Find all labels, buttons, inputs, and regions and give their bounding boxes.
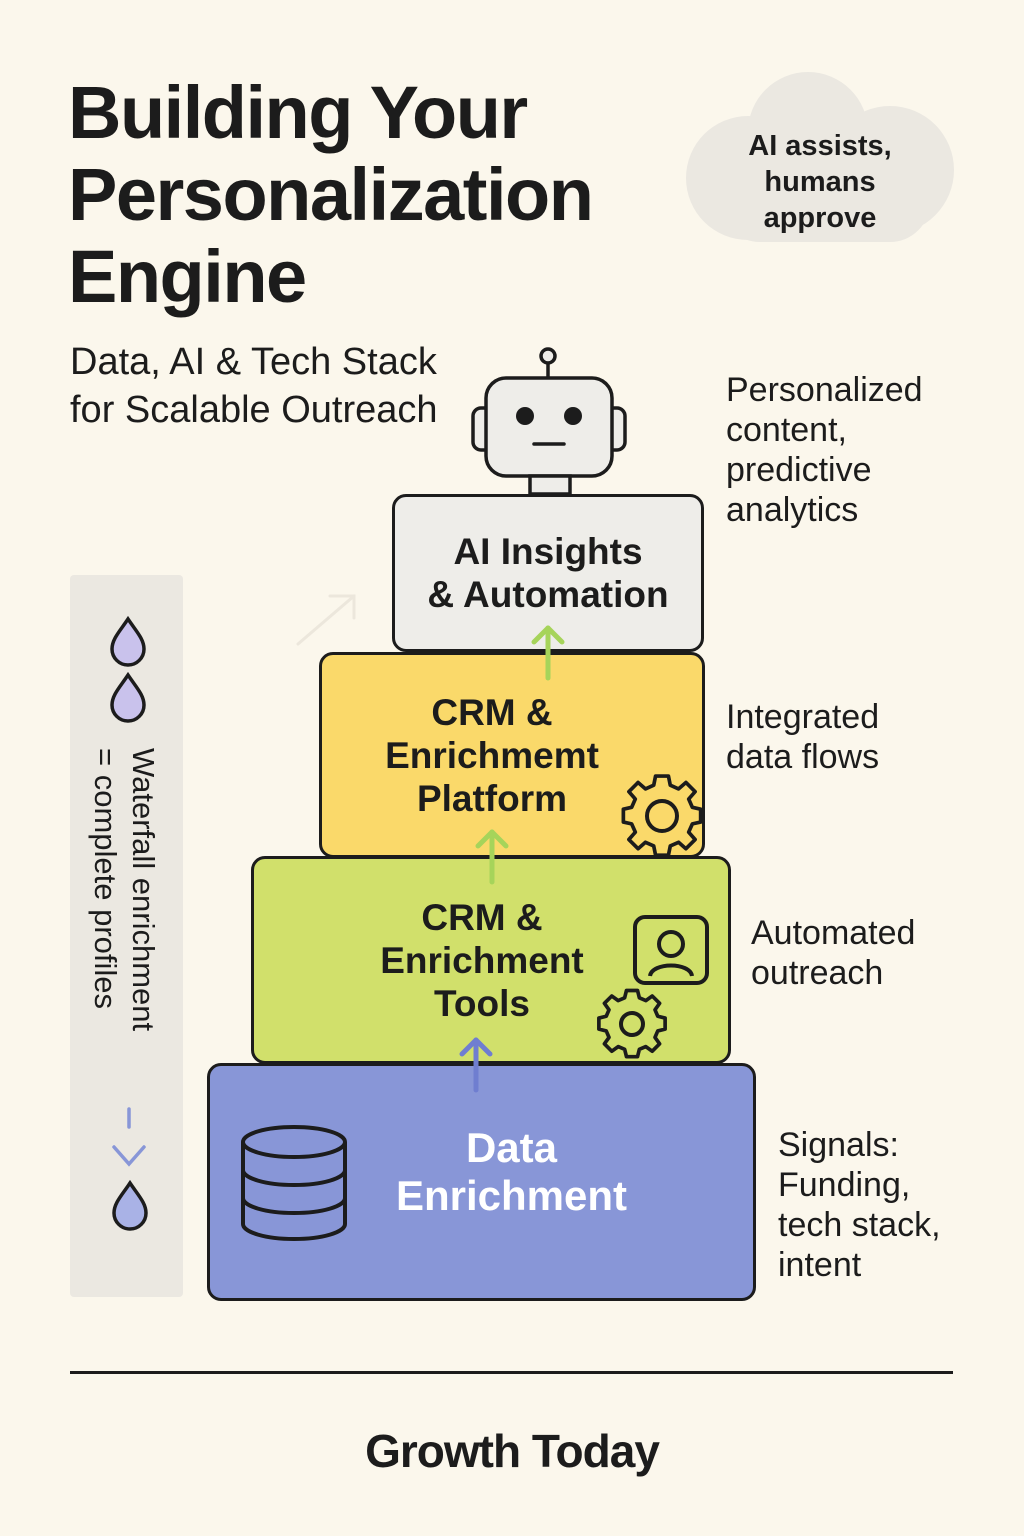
callout-line-1: AI assists, — [748, 130, 892, 162]
layer-platform-line-1: CRM & — [431, 691, 553, 733]
sidebar-label: Waterfall enrichment = complete profiles — [86, 748, 162, 1031]
layer-tools-line-2: Enrichment — [380, 939, 584, 981]
title-line-1: Building Your — [68, 71, 528, 154]
label-data-line-3: tech stack, — [778, 1206, 941, 1244]
label-tools-line-1: Automated — [751, 914, 916, 952]
label-ai-insights: Personalized content, predictive analyti… — [726, 370, 923, 530]
label-ai-line-1: Personalized — [726, 371, 923, 409]
up-arrow-icon — [531, 625, 565, 681]
subtitle-line-2: for Scalable Outreach — [70, 389, 438, 431]
sidebar-label-line-1: Waterfall enrichment — [126, 748, 161, 1032]
label-data-line-2: Funding, — [778, 1166, 911, 1204]
droplet-icon — [112, 1179, 148, 1231]
down-arrow-icon — [112, 1107, 146, 1167]
layer-ai-line-2: & Automation — [427, 574, 669, 615]
page-subtitle: Data, AI & Tech Stack for Scalable Outre… — [70, 338, 438, 434]
label-crm-tools: Automated outreach — [751, 913, 915, 993]
layer-tools-line-1: CRM & — [421, 896, 543, 938]
label-data-line-1: Signals: — [778, 1126, 899, 1164]
label-ai-line-4: analytics — [726, 491, 859, 529]
footer-divider — [70, 1371, 953, 1374]
label-ai-line-2: content, — [726, 411, 847, 449]
gear-icon — [597, 988, 667, 1059]
layer-data-line-1: Data — [465, 1124, 558, 1171]
subtitle-line-1: Data, AI & Tech Stack — [70, 341, 437, 383]
diagonal-arrow-icon — [296, 594, 356, 646]
title-line-2: Personalization — [68, 153, 594, 236]
layer-platform-line-3: Platform — [416, 777, 568, 819]
gear-icon — [621, 774, 703, 858]
cloud-shape — [686, 72, 954, 242]
label-data-enrichment: Signals: Funding, tech stack, intent — [778, 1125, 941, 1285]
callout-text: AI assists, humans approve — [700, 128, 940, 236]
sidebar-icons — [110, 615, 148, 1231]
layer-data-line-2: Enrichment — [395, 1172, 628, 1219]
up-arrow-icon — [475, 829, 509, 885]
user-profile-icon — [633, 915, 709, 985]
robot-icon — [471, 347, 627, 496]
layer-crm-tools: CRM & Enrichment Tools — [251, 856, 731, 1064]
brand-name: Growth Today — [365, 1425, 660, 1477]
sidebar-label-line-2: = complete profiles — [88, 748, 123, 1010]
droplet-icon — [110, 671, 146, 723]
label-crm-platform: Integrated data flows — [726, 697, 879, 777]
title-line-3: Engine — [68, 235, 307, 318]
label-data-line-4: intent — [778, 1246, 862, 1284]
callout-line-2: humans — [764, 166, 876, 198]
database-icon — [241, 1125, 347, 1241]
layer-ai-line-1: AI Insights — [453, 531, 643, 572]
layer-platform-line-2: Enrichmemt — [385, 734, 599, 776]
droplet-icon — [110, 615, 146, 667]
label-platform-line-2: data flows — [726, 738, 880, 776]
page-title: Building Your Personalization Engine — [68, 72, 668, 318]
label-platform-line-1: Integrated — [726, 698, 880, 736]
layer-tools-line-3: Tools — [434, 982, 530, 1024]
up-arrow-icon — [459, 1037, 493, 1093]
layer-crm-platform: CRM & Enrichmemt Platform — [319, 652, 705, 858]
label-tools-line-2: outreach — [751, 954, 884, 992]
callout-line-3: approve — [763, 202, 877, 234]
label-ai-line-3: predictive — [726, 451, 872, 489]
